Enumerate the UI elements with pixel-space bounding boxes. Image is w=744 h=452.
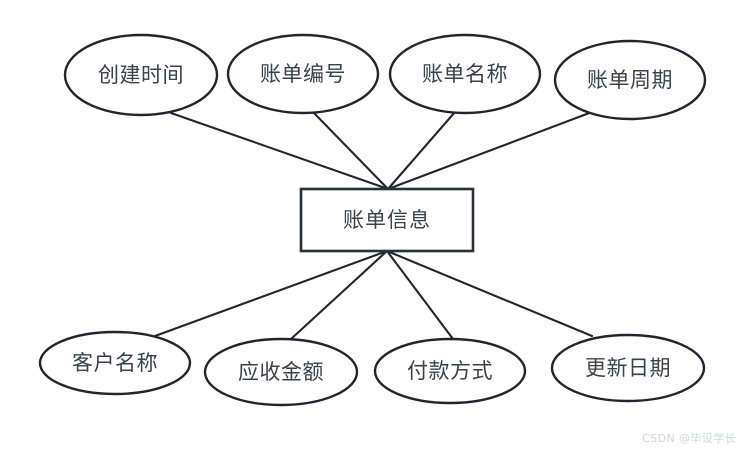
attribute-ellipse: [388, 33, 542, 115]
attribute-ellipse: [226, 33, 380, 115]
connector-line-top-1: [311, 110, 390, 191]
attribute-node-bottom-0[interactable]: 客户名称: [38, 330, 192, 396]
entity-rectangle: [299, 187, 475, 253]
attribute-label: 账单周期: [587, 68, 673, 92]
attribute-node-top-1[interactable]: 账单编号: [226, 33, 380, 115]
attribute-node-top-3[interactable]: 账单周期: [553, 39, 707, 121]
attribute-label: 应收金额: [238, 360, 324, 384]
attribute-ellipse: [63, 33, 219, 117]
attribute-label: 更新日期: [585, 356, 671, 380]
connector-line-bottom-1: [289, 249, 389, 341]
attribute-node-top-2[interactable]: 账单名称: [388, 33, 542, 115]
connector-lines-group: [153, 110, 594, 341]
attribute-label: 账单名称: [422, 62, 508, 86]
csdn-watermark: CSDN @毕设学长: [642, 432, 736, 445]
attribute-node-bottom-3[interactable]: 更新日期: [550, 333, 706, 403]
connector-line-top-0: [169, 111, 390, 191]
entity-label: 账单信息: [343, 208, 431, 232]
connector-line-bottom-2: [385, 249, 455, 341]
entity-node-bill-info[interactable]: 账单信息: [299, 187, 475, 253]
attribute-node-top-0[interactable]: 创建时间: [63, 33, 219, 117]
attribute-label: 账单编号: [260, 62, 346, 86]
attribute-node-bottom-1[interactable]: 应收金额: [203, 337, 359, 407]
connector-line-bottom-3: [385, 249, 594, 338]
attribute-node-bottom-2[interactable]: 付款方式: [373, 337, 527, 405]
attribute-ellipse: [553, 39, 707, 121]
attribute-label: 客户名称: [72, 351, 158, 375]
attribute-ellipse: [203, 337, 359, 407]
connector-line-top-3: [386, 110, 594, 191]
connector-line-bottom-0: [153, 249, 389, 338]
attribute-ellipse: [373, 337, 527, 405]
attribute-ellipse: [38, 330, 192, 396]
attribute-label: 创建时间: [98, 63, 184, 87]
attribute-label: 付款方式: [407, 359, 493, 383]
connector-line-top-2: [386, 110, 457, 191]
attribute-ellipse: [550, 333, 706, 403]
